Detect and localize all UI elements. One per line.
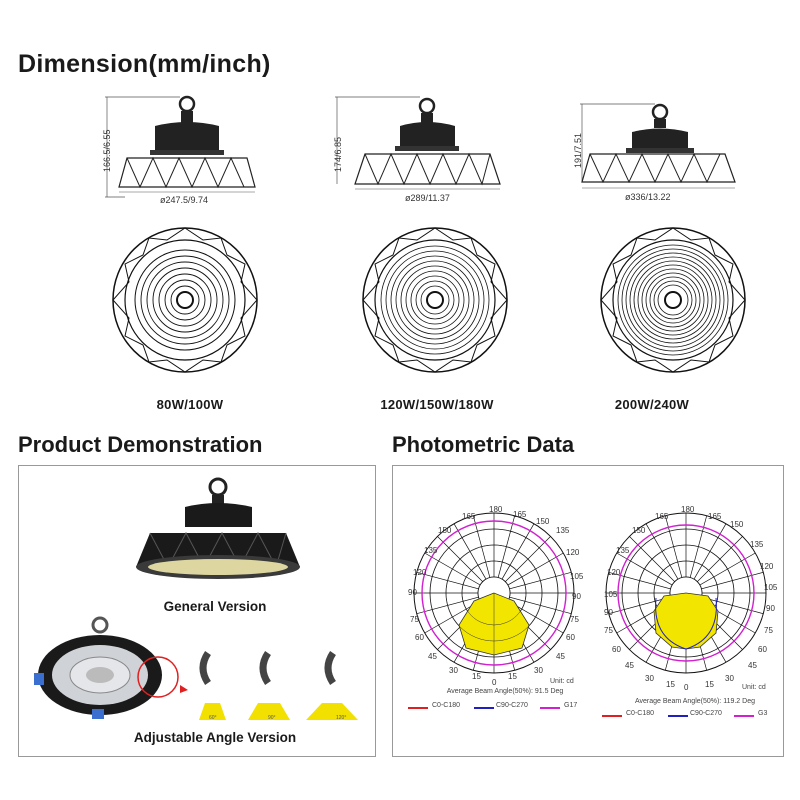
height-label-80w: 166.5/6.55 [102,129,112,172]
tick-165-r: 165 [513,510,527,519]
polar-chart-2 [605,512,767,674]
top-view-120w [362,227,508,373]
tick2-105-r: 105 [764,583,778,592]
dimension-heading: Dimension(mm/inch) [18,50,271,78]
angle-label-90: 90° [268,715,276,721]
general-version-label: General Version [163,599,267,614]
tick-75-r: 75 [570,615,579,624]
unit-label-2: Unit: cd [742,684,766,691]
legend-2: C0-C180 C90-C270 G3 [602,710,782,722]
tick2-180: 180 [681,505,695,514]
legend-label: C0-C180 [432,702,461,709]
diameter-label-80w: ø247.5/9.74 [160,195,209,205]
legend-label: C90-C270 [690,710,722,717]
model-label-80w: 80W/100W [156,397,224,412]
tick2-120-l: 120 [607,568,621,577]
tick2-30-l: 30 [645,674,654,683]
photometric-heading: Photometric Data [392,432,575,457]
unit-label-1: Unit: cd [550,678,574,685]
tick2-165-l: 165 [655,512,669,521]
tick2-15-r: 15 [705,680,714,689]
tick-90-l: 90 [408,588,417,597]
tick-120-l: 120 [413,568,427,577]
tick2-150-r: 150 [730,520,744,529]
legend-swatch [734,715,754,717]
beam-angle-1: Average Beam Angle(50%): 91.5 Deg [446,688,564,695]
tick2-75-r: 75 [764,626,773,635]
top-view-200w [600,227,746,373]
tick2-105-l: 105 [604,590,618,599]
tick-135-r: 135 [556,526,570,535]
legend-swatch [540,707,560,709]
tick-165-l: 165 [462,512,476,521]
tick-60-r: 60 [566,633,575,642]
tick2-0: 0 [684,683,689,692]
angle-120 [306,651,358,720]
tick2-60-r: 60 [758,645,767,654]
angle-label-120: 120° [336,715,347,721]
angle-label-60: 60° [209,715,217,721]
tick-0: 0 [492,678,497,687]
tick2-90-r: 90 [766,604,775,613]
tick-30-r: 30 [534,666,543,675]
tick2-45-r: 45 [748,661,757,670]
tick-90-r: 90 [572,592,581,601]
tick2-165-r: 165 [708,512,722,521]
adjustable-version-label: Adjustable Angle Version [133,730,297,745]
demo-heading: Product Demonstration [18,432,263,457]
diameter-label-200w: ø336/13.22 [625,192,671,202]
tick-45-l: 45 [428,652,437,661]
tick2-90-l: 90 [604,608,613,617]
adjustable-version-image [34,616,188,719]
legend-label: C0-C180 [626,710,655,717]
diameter-label-120w: ø289/11.37 [405,193,450,203]
legend-label: G17 [564,702,578,709]
tick-120-r: 120 [566,548,580,557]
tick2-120-r: 120 [760,562,774,571]
tick-45-r: 45 [556,652,565,661]
tick-135-l: 135 [424,546,438,555]
beam-angle-2: Average Beam Angle(50%): 119.2 Deg [635,698,755,705]
height-label-200w: 191/7.51 [573,132,583,168]
tick-180: 180 [489,505,503,514]
tick-150-l: 150 [438,526,452,535]
legend-swatch [408,707,428,709]
legend-label: C90-C270 [496,702,528,709]
side-view-120w [335,96,501,190]
tick2-135-r: 135 [750,540,764,549]
angle-90 [248,651,290,720]
tick-30-l: 30 [449,666,458,675]
tick-15-l: 15 [472,672,481,681]
legend-1: C0-C180 C90-C270 G17 [408,702,588,714]
legend-swatch [474,707,494,709]
photometric-panel [392,465,784,757]
legend-label: G3 [758,710,768,717]
legend-swatch [602,715,622,717]
angle-illustrations [199,651,358,720]
tick2-135-l: 135 [616,546,630,555]
angle-60 [199,651,226,720]
side-views [105,95,736,198]
polar-chart-1 [413,512,575,674]
tick-15-r: 15 [508,672,517,681]
model-label-120w: 120W/150W/180W [380,397,494,412]
tick-150-r: 150 [536,517,550,526]
top-view-80w [112,227,258,373]
side-view-200w [580,103,736,189]
tick2-30-r: 30 [725,674,734,683]
tick-105-r: 105 [570,572,584,581]
tick2-75-l: 75 [604,626,613,635]
tick-75-l: 75 [410,615,419,624]
side-view-80w [105,95,256,198]
top-views [112,227,746,373]
model-label-200w: 200W/240W [614,397,690,412]
height-label-120w: 174/6.85 [333,136,343,172]
legend-swatch [668,715,688,717]
tick2-60-l: 60 [612,645,621,654]
tick-60-l: 60 [415,633,424,642]
tick2-150-l: 150 [632,526,646,535]
tick2-15-l: 15 [666,680,675,689]
general-version-image [136,477,300,579]
tick2-45-l: 45 [625,661,634,670]
